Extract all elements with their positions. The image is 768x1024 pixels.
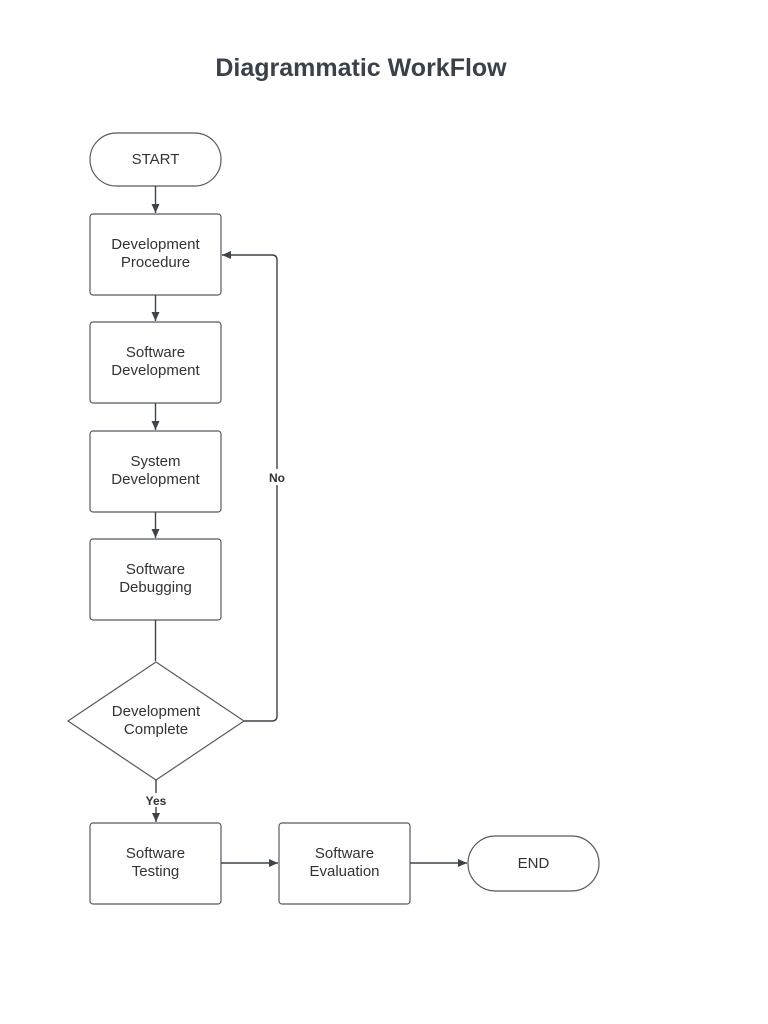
- system-development-label-line1: System: [130, 453, 180, 470]
- end-terminal: END: [467, 835, 600, 892]
- start-terminal-label: START: [132, 151, 180, 168]
- development-procedure-node: Development Procedure: [89, 213, 222, 296]
- end-terminal-shape: [467, 835, 600, 892]
- no-edge-label: No: [269, 471, 285, 485]
- software-testing-label-line2: Testing: [132, 863, 180, 880]
- system-development-node: System Development: [89, 430, 222, 513]
- software-evaluation-node: Software Evaluation: [278, 822, 411, 905]
- arrow-no-loop-to-procedure: [222, 251, 278, 722]
- software-testing-label-line1: Software: [126, 845, 185, 862]
- software-debugging-label-line2: Debugging: [119, 579, 192, 596]
- software-development-label-line2: Development: [111, 362, 200, 379]
- development-complete-label-line1: Development: [112, 703, 201, 720]
- development-procedure-label-line2: Procedure: [121, 254, 190, 271]
- development-complete-decision: Development Complete: [66, 661, 246, 781]
- software-development-node: Software Development: [89, 321, 222, 404]
- software-evaluation-label-line2: Evaluation: [309, 863, 379, 880]
- end-terminal-label: END: [518, 855, 550, 872]
- development-procedure-label-line1: Development: [111, 236, 200, 253]
- software-development-label-line1: Software: [126, 344, 185, 361]
- software-debugging-node: Software Debugging: [89, 538, 222, 621]
- no-label-background: [264, 469, 290, 485]
- software-debugging-label-line1: Software: [126, 561, 185, 578]
- diagram-title: Diagrammatic WorkFlow: [215, 54, 507, 82]
- development-complete-label-line2: Complete: [124, 721, 188, 738]
- yes-label-background: [141, 793, 171, 807]
- software-evaluation-label-line1: Software: [315, 845, 374, 862]
- yes-edge-label: Yes: [146, 794, 167, 808]
- start-terminal: START: [89, 132, 222, 187]
- system-development-label-line2: Development: [111, 471, 200, 488]
- software-testing-node: Software Testing: [89, 822, 222, 905]
